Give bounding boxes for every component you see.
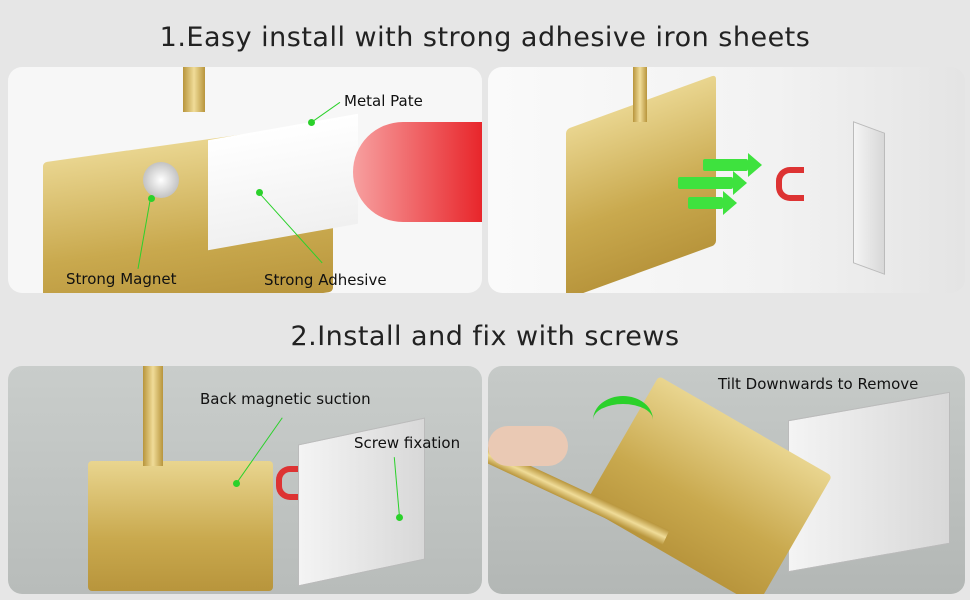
gooseneck [633,67,647,122]
metal-plate-label: Metal Pate [344,92,423,110]
adhesive-tape [353,122,482,222]
screw-fixation-label: Screw fixation [354,434,461,452]
adhesive-install-panel: Metal Pate Strong Magnet Strong Adhesive [8,67,482,293]
gooseneck [183,67,205,112]
strong-adhesive-label: Strong Adhesive [264,271,387,289]
hand [488,426,568,466]
magnet-icon [776,167,804,201]
metal-plate [208,113,358,251]
magnet-icon [276,466,304,500]
iron-sheet [853,121,885,275]
magnet-icon [143,162,179,198]
magnet-attach-panel [488,67,965,293]
lamp-body [88,461,273,591]
tilt-remove-label: Tilt Downwards to Remove [718,375,919,393]
screw-install-panel: Back magnetic suction Screw fixation [8,366,482,594]
back-magnetic-label: Back magnetic suction [200,390,371,408]
strong-magnet-label: Strong Magnet [66,270,177,288]
tilt-remove-panel: Tilt Downwards to Remove [488,366,965,594]
section-1-title: 1.Easy install with strong adhesive iron… [159,22,811,53]
section-2-title: 2.Install and fix with screws [290,321,680,352]
gooseneck [143,366,163,466]
rotate-arrow-icon [593,396,653,444]
